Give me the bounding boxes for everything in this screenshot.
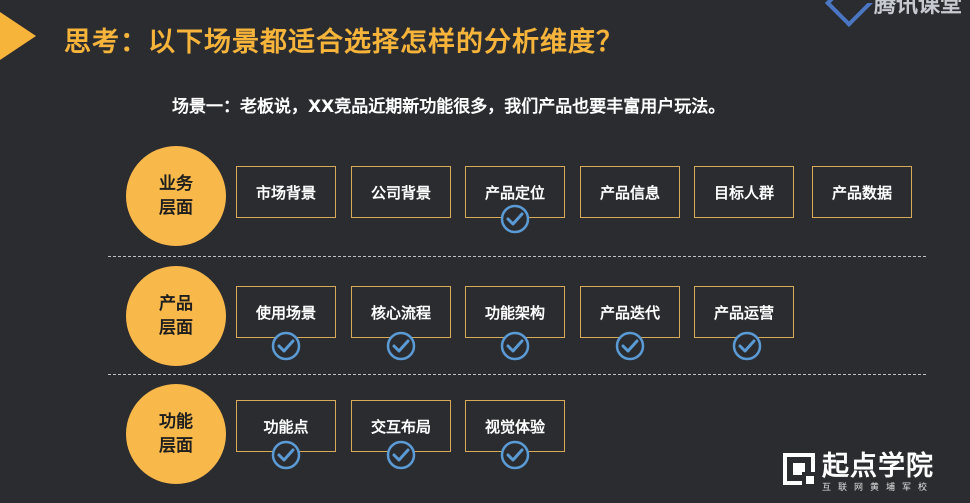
brand-subtitle: 互联网黄埔军校: [822, 483, 935, 493]
tencent-classroom-icon: [824, 0, 874, 28]
qidian-logo-icon: [783, 453, 815, 485]
level-circle-feature: 功能 层面: [126, 384, 226, 484]
dimension-box-iteration[interactable]: 产品迭代: [580, 286, 680, 338]
check-circle-icon: [271, 440, 301, 470]
check-circle-icon: [615, 331, 645, 361]
check-circle-icon: [500, 204, 530, 234]
dimension-box-product-info[interactable]: 产品信息: [580, 166, 680, 218]
brand-logo: 起点学院 互联网黄埔军校: [782, 452, 934, 494]
dimension-box-scenario[interactable]: 使用场景: [236, 286, 336, 338]
level-circle-product: 产品 层面: [126, 266, 226, 366]
level-label-line2: 层面: [159, 198, 193, 218]
level-label-line1: 功能: [159, 412, 193, 432]
page-title: 思考：以下场景都适合选择怎样的分析维度？: [64, 27, 624, 58]
check-circle-icon: [500, 440, 530, 470]
corner-logo: 腾讯课堂: [824, 0, 962, 28]
scenario-text: 场景一：老板说，XX竞品近期新功能很多，我们产品也要丰富用户玩法。: [172, 97, 726, 117]
corner-logo-text: 腾讯课堂: [873, 0, 962, 18]
level-label-line2: 层面: [159, 436, 193, 456]
level-label-line1: 产品: [159, 294, 193, 314]
check-circle-icon: [271, 331, 301, 361]
brand-name: 起点学院: [822, 451, 934, 482]
check-circle-icon: [732, 331, 762, 361]
dimension-box-operation[interactable]: 产品运营: [694, 286, 794, 338]
section-divider: [108, 256, 926, 257]
dimension-box-product-data[interactable]: 产品数据: [812, 166, 912, 218]
dimension-box-company[interactable]: 公司背景: [351, 166, 451, 218]
level-label-line2: 层面: [159, 318, 193, 338]
level-circle-business: 业务 层面: [126, 146, 226, 246]
dimension-box-core-flow[interactable]: 核心流程: [351, 286, 451, 338]
title-arrow-icon: [0, 12, 36, 60]
check-circle-icon: [386, 331, 416, 361]
dimension-box-market[interactable]: 市场背景: [236, 166, 336, 218]
section-divider: [108, 374, 926, 375]
check-circle-icon: [386, 440, 416, 470]
dimension-box-target-users[interactable]: 目标人群: [694, 166, 794, 218]
level-label-line1: 业务: [159, 174, 193, 194]
check-circle-icon: [500, 331, 530, 361]
